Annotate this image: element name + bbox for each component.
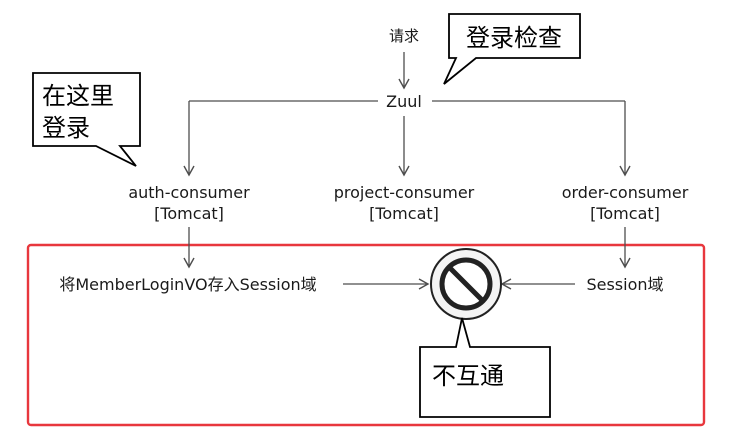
order-consumer-label: order-consumer [562, 183, 689, 202]
auth-consumer-label: auth-consumer [128, 183, 250, 202]
store-session-label: 将MemberLoginVO存入Session域 [59, 275, 316, 294]
project-server-label: [Tomcat] [369, 204, 439, 223]
not-shared-text: 不互通 [432, 362, 504, 390]
not-shared-callout: 不互通 [419, 317, 551, 418]
session-domain-label: Session域 [586, 275, 663, 294]
project-consumer-label: project-consumer [334, 183, 475, 202]
order-server-label: [Tomcat] [590, 204, 660, 223]
zuul-label: Zuul [386, 92, 422, 111]
login-check-text: 登录检查 [466, 24, 562, 52]
login-check-callout: 登录检查 [443, 13, 581, 85]
auth-server-label: [Tomcat] [154, 204, 224, 223]
request-label: 请求 [389, 27, 419, 45]
session-region-frame [26, 243, 706, 427]
prohibited-icon [430, 248, 502, 320]
login-here-text-line2: 登录 [42, 114, 90, 142]
login-here-text-line1: 在这里 [42, 82, 114, 110]
login-here-callout: 在这里 登录 [32, 72, 141, 167]
